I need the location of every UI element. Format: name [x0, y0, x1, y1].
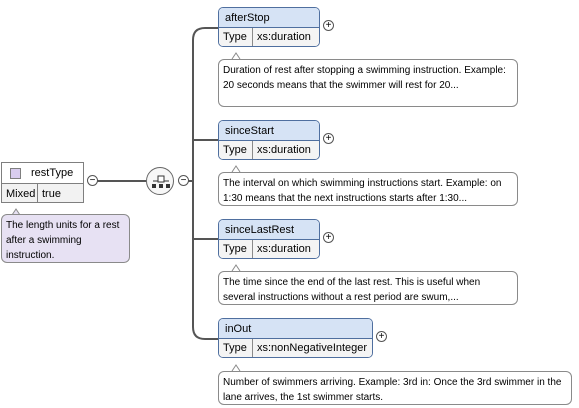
element-name: inOut	[219, 319, 372, 339]
sequence-collapse-icon[interactable]: −	[178, 175, 189, 186]
element-type-row: Type xs:nonNegativeInteger	[219, 339, 372, 357]
expand-icon[interactable]: +	[323, 133, 334, 144]
element-documentation: The interval on which swimming instructi…	[218, 172, 518, 206]
sequence-compositor[interactable]	[146, 167, 174, 195]
element-sinceStart[interactable]: sinceStart Type xs:duration	[218, 120, 320, 160]
mixed-value: true	[42, 187, 61, 200]
expand-icon[interactable]: +	[323, 232, 334, 243]
collapse-icon[interactable]: −	[87, 175, 98, 186]
element-documentation: Number of swimmers arriving. Example: 3r…	[218, 371, 572, 405]
doc-text: Number of swimmers arriving. Example: 3r…	[223, 377, 562, 403]
complex-type-box[interactable]: restType Mixed true	[1, 162, 84, 203]
doc-text: The interval on which swimming instructi…	[223, 178, 502, 204]
type-label: Type	[219, 141, 253, 159]
mixed-label: Mixed	[2, 184, 38, 203]
type-value: xs:nonNegativeInteger	[257, 342, 368, 354]
complex-type-documentation: The length units for a rest after a swim…	[1, 214, 130, 263]
element-type-row: Type xs:duration	[219, 141, 319, 159]
sequence-icon	[152, 175, 170, 188]
doc-text: The time since the end of the last rest.…	[223, 277, 481, 303]
complex-type-header: restType	[2, 163, 83, 184]
element-name: sinceStart	[219, 121, 319, 141]
complex-type-name: restType	[31, 167, 74, 179]
element-afterStop[interactable]: afterStop Type xs:duration	[218, 7, 320, 47]
type-value: xs:duration	[257, 144, 311, 156]
element-documentation: Duration of rest after stopping a swimmi…	[218, 59, 518, 107]
element-documentation: The time since the end of the last rest.…	[218, 271, 518, 305]
element-name: afterStop	[219, 8, 319, 28]
element-inOut[interactable]: inOut Type xs:nonNegativeInteger	[218, 318, 373, 358]
complex-type-icon	[10, 167, 21, 179]
mixed-row: Mixed true	[2, 184, 83, 203]
element-name: sinceLastRest	[219, 220, 319, 240]
expand-icon[interactable]: +	[323, 20, 334, 31]
type-label: Type	[219, 339, 253, 357]
expand-icon[interactable]: +	[376, 331, 387, 342]
type-value: xs:duration	[257, 31, 311, 43]
type-label: Type	[219, 28, 253, 46]
element-type-row: Type xs:duration	[219, 240, 319, 258]
type-value: xs:duration	[257, 243, 311, 255]
type-label: Type	[219, 240, 253, 258]
complex-type-doc-text: The length units for a rest after a swim…	[6, 220, 120, 261]
doc-text: Duration of rest after stopping a swimmi…	[223, 65, 506, 91]
element-sinceLastRest[interactable]: sinceLastRest Type xs:duration	[218, 219, 320, 259]
element-type-row: Type xs:duration	[219, 28, 319, 46]
